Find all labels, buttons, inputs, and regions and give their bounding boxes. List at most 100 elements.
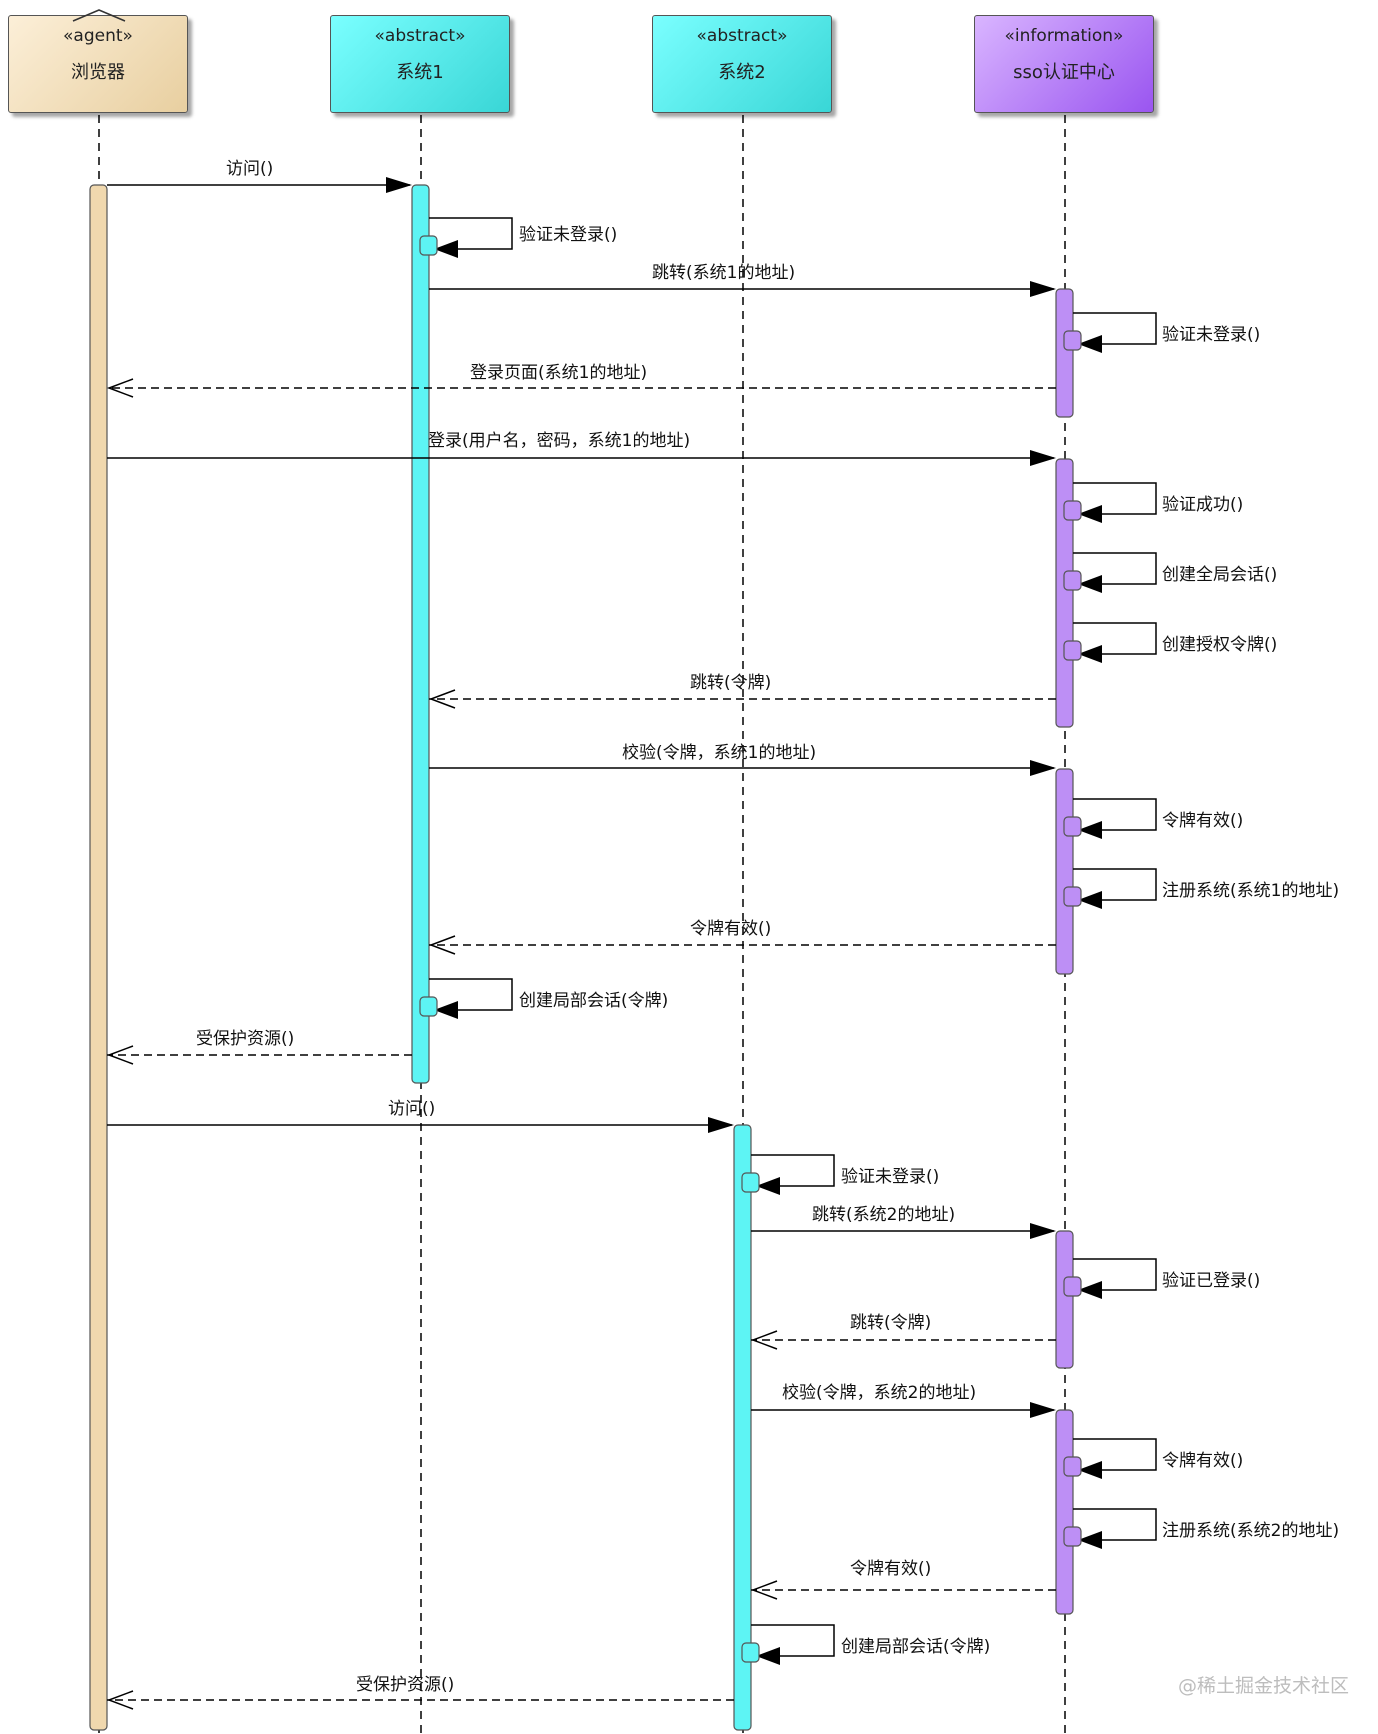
activation-nested bbox=[1063, 500, 1082, 521]
self-message-arrow bbox=[1073, 798, 1157, 831]
message-label: 验证未登录() bbox=[1162, 325, 1261, 345]
participant-stereotype: «abstract» bbox=[374, 26, 466, 46]
message-label: 跳转(令牌) bbox=[850, 1313, 932, 1333]
message-label: 令牌有效() bbox=[850, 1559, 932, 1579]
participant-browser: «agent» 浏览器 bbox=[8, 9, 188, 113]
message-label: 令牌有效() bbox=[1162, 811, 1244, 831]
arrowhead bbox=[434, 240, 458, 258]
self-message-arrow bbox=[1073, 1508, 1157, 1541]
arrowhead bbox=[756, 1647, 780, 1665]
activation-sso bbox=[1055, 458, 1074, 728]
message-label: 访问() bbox=[388, 1099, 436, 1119]
arrowhead bbox=[1030, 1223, 1056, 1239]
message-label: 注册系统(系统2的地址) bbox=[1162, 1521, 1340, 1541]
message-label: 创建局部会话(令牌) bbox=[519, 991, 669, 1011]
message-label: 验证未登录() bbox=[519, 225, 618, 245]
message-label: 登录(用户名，密码，系统1的地址) bbox=[428, 431, 691, 451]
self-message-arrow bbox=[1073, 1438, 1157, 1471]
arrowhead bbox=[386, 177, 412, 193]
arrowhead bbox=[1078, 1281, 1102, 1299]
participant-name: 浏览器 bbox=[71, 62, 125, 83]
activation-sys2 bbox=[733, 1124, 752, 1731]
message-label: 登录页面(系统1的地址) bbox=[470, 363, 648, 383]
activation-nested bbox=[741, 1642, 760, 1663]
arrowhead bbox=[1030, 1402, 1056, 1418]
arrowhead-open bbox=[750, 1330, 778, 1350]
participant-sys2: «abstract» 系统2 bbox=[652, 15, 832, 113]
arrowhead-open bbox=[428, 935, 456, 955]
message-label: 注册系统(系统1的地址) bbox=[1162, 881, 1340, 901]
message-label: 验证成功() bbox=[1162, 495, 1244, 515]
message-label: 校验(令牌，系统1的地址) bbox=[622, 743, 817, 763]
self-message-arrow bbox=[429, 978, 513, 1011]
arrowhead bbox=[1030, 760, 1056, 776]
actor-icon bbox=[72, 9, 126, 22]
message-label: 创建局部会话(令牌) bbox=[841, 1637, 991, 1657]
self-message-arrow bbox=[1073, 482, 1157, 515]
message-arrows bbox=[106, 177, 1157, 1710]
activation-nested bbox=[1063, 330, 1082, 351]
participant-stereotype: «abstract» bbox=[696, 26, 788, 46]
message-label: 创建全局会话() bbox=[1162, 565, 1278, 585]
message-label: 受保护资源() bbox=[196, 1029, 295, 1049]
participant-sys1: «abstract» 系统1 bbox=[330, 15, 510, 113]
activation-sso bbox=[1055, 288, 1074, 418]
activation-nested bbox=[1063, 1526, 1082, 1547]
participant-stereotype: «information» bbox=[1004, 26, 1124, 46]
message-label: 受保护资源() bbox=[356, 1675, 455, 1695]
arrowhead-open bbox=[750, 1580, 778, 1600]
activation-nested bbox=[1063, 886, 1082, 907]
arrowhead bbox=[1078, 335, 1102, 353]
arrowhead-open bbox=[106, 1690, 134, 1710]
activation-nested bbox=[1063, 640, 1082, 661]
activation-sso bbox=[1055, 768, 1074, 975]
arrowhead bbox=[434, 1001, 458, 1019]
self-message-arrow bbox=[1073, 1258, 1157, 1291]
activation-sys1 bbox=[411, 184, 430, 1084]
message-label: 验证已登录() bbox=[1162, 1271, 1261, 1291]
arrowhead bbox=[1030, 450, 1056, 466]
arrowhead bbox=[1078, 575, 1102, 593]
activation-browser bbox=[89, 184, 108, 1731]
activation-sso bbox=[1055, 1409, 1074, 1615]
arrowhead bbox=[1078, 505, 1102, 523]
message-label: 创建授权令牌() bbox=[1162, 635, 1278, 655]
message-label: 令牌有效() bbox=[1162, 1451, 1244, 1471]
arrowhead-open bbox=[106, 378, 134, 398]
arrowhead bbox=[1078, 821, 1102, 839]
self-message-arrow bbox=[751, 1624, 835, 1657]
participant-name: 系统1 bbox=[396, 62, 444, 83]
activation-sso bbox=[1055, 1230, 1074, 1369]
watermark: @稀土掘金技术社区 bbox=[1178, 1675, 1350, 1697]
self-message-arrow bbox=[1073, 552, 1157, 585]
arrowhead-open bbox=[106, 1045, 134, 1065]
message-label: 验证未登录() bbox=[841, 1167, 940, 1187]
message-label: 跳转(系统2的地址) bbox=[812, 1205, 956, 1225]
message-label: 令牌有效() bbox=[690, 919, 772, 939]
arrowhead bbox=[1078, 1531, 1102, 1549]
self-message-arrow bbox=[429, 217, 513, 250]
self-message-arrow bbox=[751, 1154, 835, 1187]
activation-nested bbox=[1063, 570, 1082, 591]
activation-nested bbox=[1063, 1456, 1082, 1477]
participant-stereotype: «agent» bbox=[63, 26, 133, 46]
message-label: 跳转(令牌) bbox=[690, 673, 772, 693]
activation-nested bbox=[741, 1172, 760, 1193]
arrowhead bbox=[1078, 645, 1102, 663]
arrowhead bbox=[1078, 891, 1102, 909]
activation-nested bbox=[1063, 816, 1082, 837]
activation-nested bbox=[419, 235, 438, 256]
activation-nested bbox=[419, 996, 438, 1017]
message-label: 访问() bbox=[226, 159, 274, 179]
arrowhead bbox=[756, 1177, 780, 1195]
arrowhead bbox=[1030, 281, 1056, 297]
self-message-arrow bbox=[1073, 868, 1157, 901]
message-label: 校验(令牌，系统2的地址) bbox=[782, 1383, 977, 1403]
activation-nested bbox=[1063, 1276, 1082, 1297]
participant-sso: «information» sso认证中心 bbox=[974, 15, 1154, 113]
participant-name: 系统2 bbox=[718, 62, 766, 83]
self-message-arrow bbox=[1073, 312, 1157, 345]
self-message-arrow bbox=[1073, 622, 1157, 655]
participant-name: sso认证中心 bbox=[1013, 62, 1115, 83]
